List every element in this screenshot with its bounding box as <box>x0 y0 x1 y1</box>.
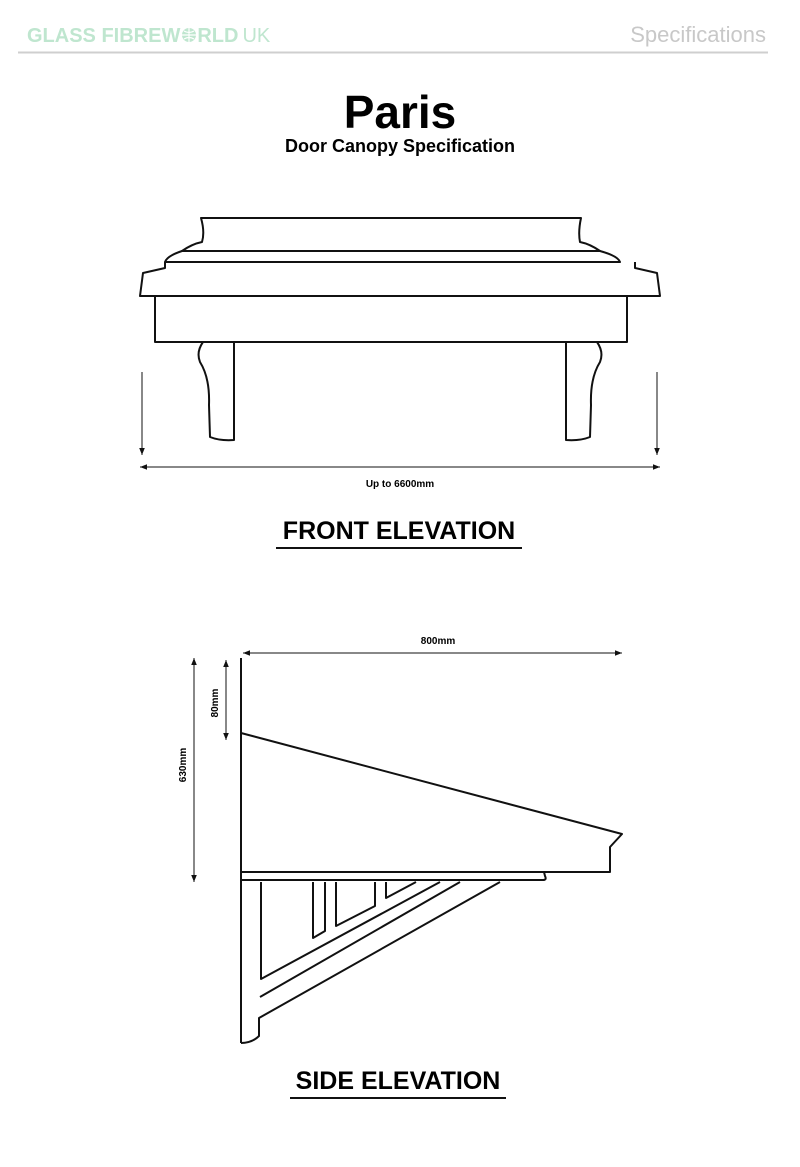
page-subtitle: Door Canopy Specification <box>285 136 515 156</box>
right-bracket <box>565 341 603 442</box>
height-dimension-label: 630mm <box>178 748 189 783</box>
front-elevation-drawing <box>139 217 661 470</box>
front-elevation-heading: FRONT ELEVATION <box>283 517 515 545</box>
bracket-outer <box>240 881 501 1044</box>
width-dimension-label: Up to 6600mm <box>366 479 434 490</box>
depth-dimension-label: 800mm <box>421 636 456 647</box>
bracket-inner-frame <box>260 881 441 980</box>
drop-dimension-label: 80mm <box>210 688 221 717</box>
soffit-plate <box>241 871 547 881</box>
section-label: Specifications <box>630 22 766 47</box>
side-elevation-drawing <box>191 650 623 1044</box>
left-bracket <box>197 341 235 442</box>
globe-icon <box>182 28 196 42</box>
bracket-slot <box>385 881 417 899</box>
bracket-slot <box>312 882 326 939</box>
bracket-strut <box>259 881 461 998</box>
canopy-top-panel <box>181 217 601 252</box>
canopy-fascia <box>154 295 628 343</box>
canopy-roof-profile <box>240 732 623 873</box>
side-elevation-heading: SIDE ELEVATION <box>296 1067 501 1095</box>
page-title: Paris <box>344 86 457 138</box>
bracket-slot <box>335 882 376 927</box>
canopy-cornice <box>139 262 661 297</box>
canopy-mid-step <box>164 250 621 263</box>
